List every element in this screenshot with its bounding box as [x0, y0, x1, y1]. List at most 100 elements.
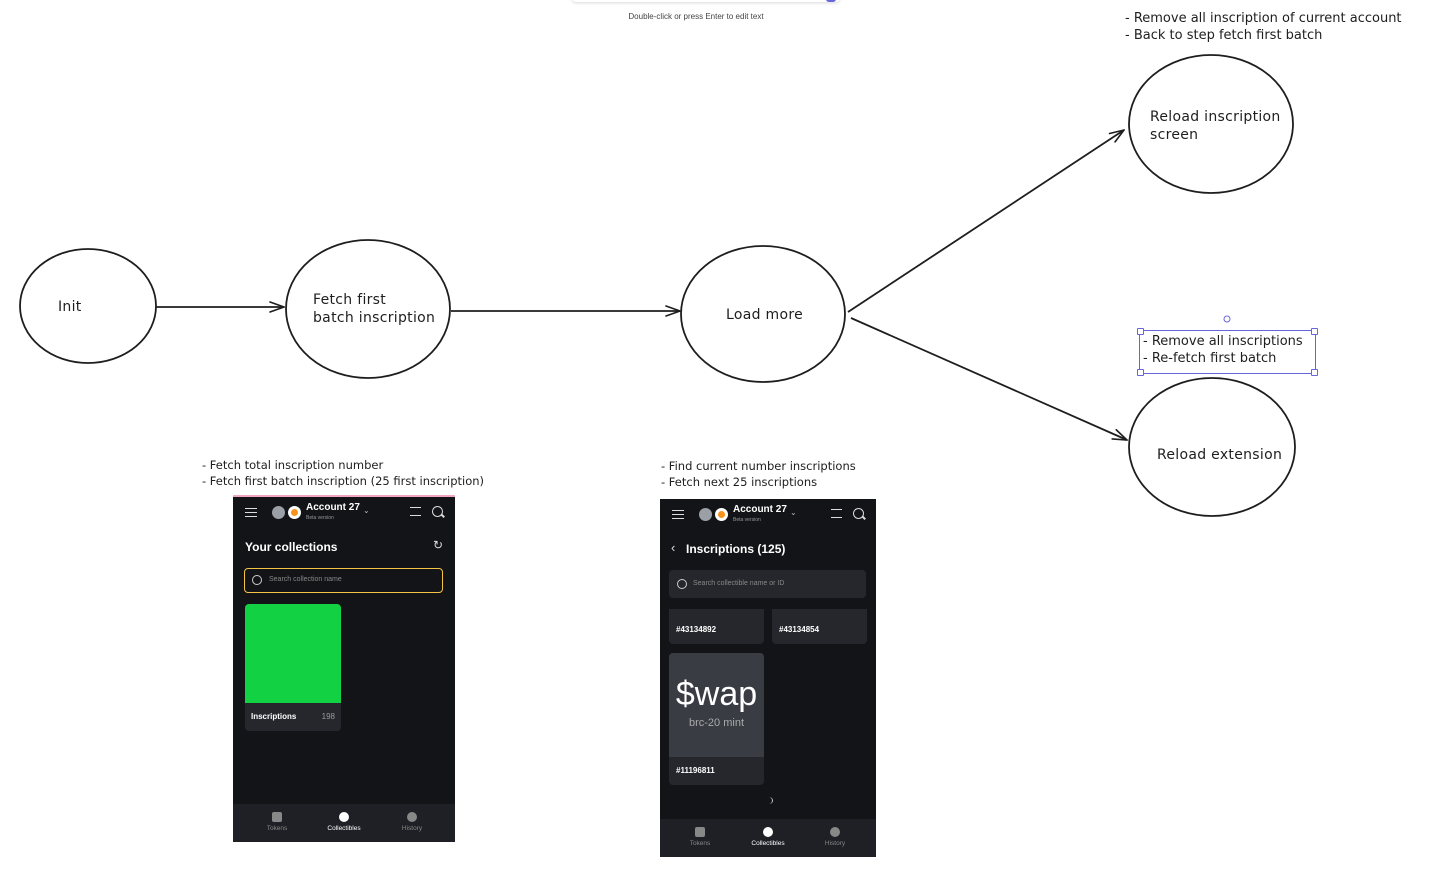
bitcoin-avatar-icon[interactable] [715, 508, 728, 521]
clock-icon [830, 827, 840, 837]
inscriptions-title: Inscriptions (125) [686, 542, 786, 556]
editor-hint: Double-click or press Enter to edit text [628, 12, 764, 21]
chevron-down-icon[interactable]: ⌄ [363, 506, 370, 515]
collection-thumbnail [245, 604, 341, 703]
beta-label: Beta version [733, 517, 761, 523]
collection-card-inscriptions[interactable]: Inscriptions 198 [245, 604, 341, 731]
node-init-ellipse[interactable] [19, 248, 157, 364]
resize-handle-ne[interactable] [1311, 328, 1318, 335]
inscription-card-2[interactable]: #43134854 [772, 609, 867, 644]
collection-name: Inscriptions [251, 712, 297, 721]
inscription-card-1[interactable]: #43134892 [669, 609, 764, 644]
inscription-id-1: #43134892 [676, 625, 717, 634]
phone-inscriptions-screenshot[interactable]: Account 27 Beta version ⌄ ‹ Inscriptions… [660, 499, 876, 857]
nav-history-label: History [824, 840, 846, 847]
resize-handle-se[interactable] [1311, 369, 1318, 376]
phone1-bottom-nav: Tokens Collectibles History [233, 804, 455, 842]
menu-icon[interactable] [672, 510, 684, 519]
node-reload-screen-ellipse[interactable] [1128, 54, 1294, 194]
account-avatar-icon[interactable] [272, 506, 285, 519]
note-load-more[interactable]: - Find current number inscriptions - Fet… [661, 458, 856, 490]
note-reload-extension-line1: - Remove all inscriptions [1143, 334, 1303, 349]
node-reload-screen-line1: Reload inscription [1150, 109, 1281, 125]
phone1-header: Account 27 Beta version ⌄ [233, 497, 455, 529]
note-reload-screen-line2: - Back to step fetch first batch [1125, 28, 1323, 43]
collections-title: Your collections [245, 540, 338, 554]
search-icon[interactable] [853, 508, 864, 519]
bitcoin-avatar-icon[interactable] [288, 506, 301, 519]
nav-history[interactable]: History [805, 827, 865, 847]
nav-tokens[interactable]: Tokens [670, 827, 730, 847]
resize-handle-sw[interactable] [1137, 369, 1144, 376]
search-field-icon [677, 579, 687, 589]
nav-tokens[interactable]: Tokens [247, 812, 307, 832]
nav-history[interactable]: History [382, 812, 442, 832]
collectibles-icon [339, 812, 349, 822]
note-load-more-line2: - Fetch next 25 inscriptions [661, 475, 818, 489]
note-reload-screen[interactable]: - Remove all inscription of current acco… [1125, 10, 1402, 44]
rotate-handle[interactable] [1223, 315, 1231, 323]
collectibles-icon [763, 827, 773, 837]
nav-history-label: History [401, 825, 423, 832]
nav-collectibles[interactable]: Collectibles [314, 812, 374, 832]
clock-icon [407, 812, 417, 822]
node-init-label: Init [58, 299, 82, 315]
wallet-icon [695, 827, 705, 837]
phone2-header: Account 27 Beta version ⌄ [660, 499, 876, 531]
collection-count: 198 [321, 712, 335, 721]
refresh-icon[interactable]: ↻ [432, 538, 443, 552]
node-load-more-label: Load more [726, 307, 803, 323]
note-fetch-first-line1: - Fetch total inscription number [202, 458, 384, 472]
note-fetch-first[interactable]: - Fetch total inscription number - Fetch… [202, 457, 484, 489]
selection-box[interactable] [1139, 330, 1316, 374]
back-chevron-icon[interactable]: ‹ [671, 540, 676, 555]
filter-icon[interactable] [410, 507, 421, 516]
search-icon[interactable] [432, 506, 443, 517]
nav-collectibles-label: Collectibles [751, 840, 785, 847]
resize-handle-nw[interactable] [1137, 328, 1144, 335]
swap-preview: $wap brc-20 mint [669, 653, 764, 757]
filter-icon[interactable] [831, 509, 842, 518]
account-name[interactable]: Account 27 [306, 502, 360, 513]
node-fetch-first-line1: Fetch first [313, 292, 387, 308]
node-reload-screen-line2: screen [1150, 127, 1199, 143]
note-reload-extension[interactable]: - Remove all inscriptions - Re-fetch fir… [1143, 333, 1303, 367]
phone2-bottom-nav: Tokens Collectibles History [660, 819, 876, 857]
arrow-load-to-reload-extension[interactable] [850, 317, 1127, 440]
editor-toolbar-edge [572, 0, 840, 2]
phone-collections-screenshot[interactable]: Account 27 Beta version ⌄ Your collectio… [233, 497, 455, 842]
phone1-top-accent [233, 495, 455, 497]
toolbar-active-tool[interactable] [826, 0, 836, 2]
node-reload-extension-label: Reload extension [1157, 447, 1283, 463]
note-reload-extension-line2: - Re-fetch first batch [1143, 351, 1277, 366]
beta-label: Beta version [306, 515, 334, 521]
collection-search-input[interactable]: Search collection name [244, 568, 443, 593]
inscription-search-placeholder: Search collectible name or ID [693, 580, 785, 587]
node-fetch-first-label: Fetch first batch inscription [313, 291, 435, 327]
node-fetch-first-line2: batch inscription [313, 310, 436, 326]
inscription-search-input[interactable]: Search collectible name or ID [669, 570, 866, 598]
node-fetch-first-ellipse[interactable] [285, 239, 451, 379]
node-load-more-ellipse[interactable] [680, 245, 846, 383]
note-fetch-first-line2: - Fetch first batch inscription (25 firs… [202, 474, 485, 488]
swap-subtitle: brc-20 mint [688, 717, 745, 729]
account-avatar-icon[interactable] [699, 508, 712, 521]
arrow-load-to-reload-screen[interactable] [847, 130, 1124, 313]
inscription-card-swap[interactable]: $wap brc-20 mint #11196811 [669, 653, 764, 785]
swap-title: $wap [675, 675, 758, 713]
note-reload-screen-line1: - Remove all inscription of current acco… [1125, 11, 1402, 26]
account-name[interactable]: Account 27 [733, 504, 787, 515]
wallet-icon [272, 812, 282, 822]
node-reload-screen-label: Reload inscription screen [1150, 108, 1281, 144]
note-load-more-line1: - Find current number inscriptions [661, 459, 856, 473]
collection-search-placeholder: Search collection name [269, 576, 342, 583]
nav-tokens-label: Tokens [266, 825, 288, 832]
node-reload-extension-ellipse[interactable] [1128, 377, 1296, 517]
chevron-down-icon[interactable]: ⌄ [790, 508, 797, 517]
nav-tokens-label: Tokens [689, 840, 711, 847]
search-field-icon [252, 575, 262, 585]
inscription-id-2: #43134854 [779, 625, 820, 634]
nav-collectibles[interactable]: Collectibles [738, 827, 798, 847]
menu-icon[interactable] [245, 508, 257, 517]
